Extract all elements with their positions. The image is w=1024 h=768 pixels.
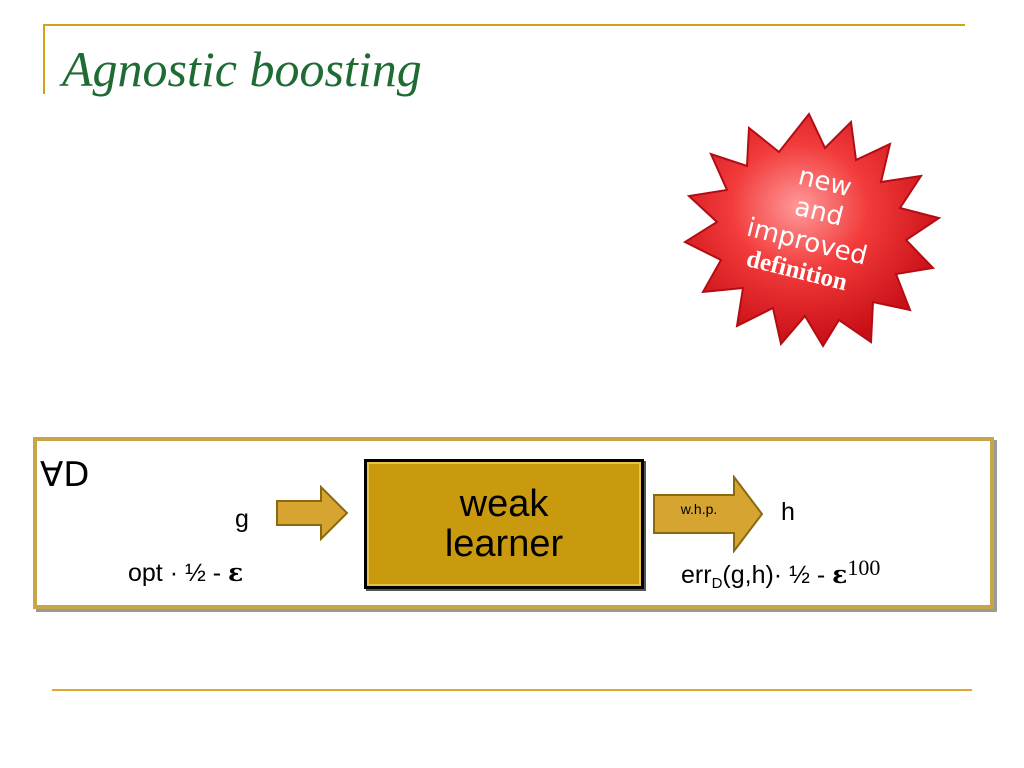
output-arrow xyxy=(653,475,764,553)
opt-prefix: opt · ½ - xyxy=(128,559,229,587)
output-guarantee: errD(g,h)· ½ - ε100 xyxy=(681,555,880,592)
input-condition: opt · ½ - ε xyxy=(128,558,243,588)
input-hypothesis-label: g xyxy=(235,505,249,533)
epsilon-symbol-2: ε xyxy=(832,560,848,589)
slide-title: Agnostic boosting xyxy=(62,41,422,97)
title-top-rule xyxy=(43,24,965,26)
input-arrow xyxy=(276,485,349,541)
err-subscript: D xyxy=(711,575,723,592)
epsilon-power: 100 xyxy=(847,555,881,580)
footer-rule xyxy=(52,689,972,691)
new-and-improved-badge: new and improved definition xyxy=(682,112,942,348)
weak-learner-box: weak learner xyxy=(364,459,644,589)
err-rest: (g,h)· ½ - xyxy=(722,561,833,589)
err-word: err xyxy=(681,561,712,589)
output-hypothesis-label: h xyxy=(781,498,795,526)
epsilon-symbol: ε xyxy=(228,558,244,587)
weak-learner-line-1: weak xyxy=(459,483,549,525)
title-left-rule xyxy=(43,24,45,94)
weak-learner-line-2: learner xyxy=(444,523,564,565)
forall-distribution-label: ∀D xyxy=(40,455,90,495)
whp-arrow-label: w.h.p. xyxy=(680,501,718,517)
starburst-shape xyxy=(682,112,942,348)
